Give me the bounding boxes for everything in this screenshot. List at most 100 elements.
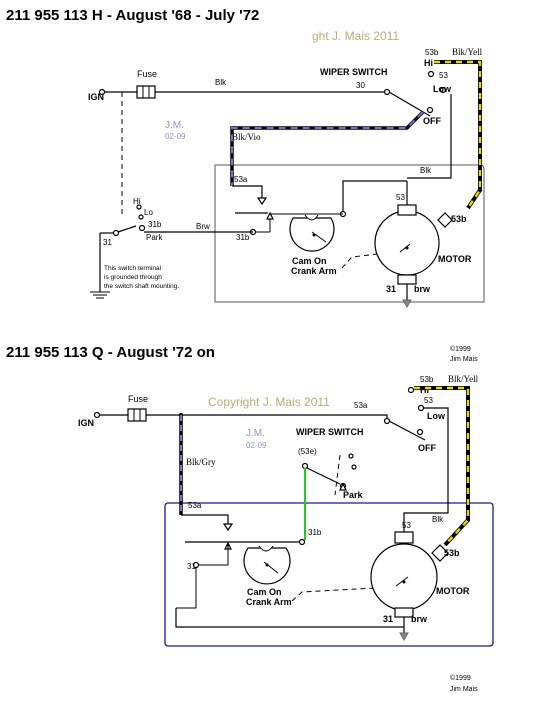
note-line-3: the switch shaft mounting. [104,283,179,290]
terminal-53a-switch [383,417,391,425]
note-line-1: This switch terminal [104,265,162,272]
t53-motor-label: 53 [402,521,411,530]
diagram-2-copyright: Copyright J. Mais 2011 [208,395,330,409]
ign-label: IGN [78,418,94,428]
wire-blk-vio [231,111,424,186]
low-label: Low [433,84,452,94]
terminal-53a-contact [222,523,234,532]
cam-label: Cam On [292,256,327,266]
terminal-53a-contact [256,197,268,206]
cam-icon [289,217,335,252]
diagram-1-copyright: ght J. Mais 2011 [312,29,399,43]
diagram-1-title: 211 955 113 H - August '68 - July '72 [6,7,259,24]
motor-icon [370,543,438,611]
t53a-2-label: 53a [188,501,202,510]
wire-blk-low [403,407,449,532]
park-switch-lever [117,225,137,233]
fuse-label: Fuse [137,69,157,79]
ground-arrow [402,299,412,309]
t31b-label: 31b [236,233,250,242]
hi-small-label: Hi [133,197,141,206]
ign-terminal [98,88,106,96]
cam-crank-linkage [291,586,395,602]
park-label: Park [146,233,163,242]
crank-label: Crank Arm [246,597,292,607]
blk-yell-label: Blk/Yell [448,374,479,384]
wire-31-ground [175,608,404,628]
terminal-hi [427,70,435,78]
motor-terminal-31 [397,274,417,285]
terminal-low [417,404,425,412]
t53a-label: 53a [234,175,248,184]
terminal-low [439,86,447,94]
park-label: Park [343,490,364,500]
low-label: Low [427,411,446,421]
blk-label: Blk [215,78,227,87]
wiper-switch-label: WIPER SWITCH [320,67,388,77]
wiper-switch-lever [388,420,426,441]
t31b-label: 31b [308,528,322,537]
t31-label: 31 [103,238,112,247]
t53-label: 53 [396,193,405,202]
crank-label: Crank Arm [291,266,337,276]
cam-label: Cam On [247,587,282,597]
park-switch-lever [306,467,341,485]
wire-blk-low [407,94,452,179]
diagram-1: 211 955 113 H - August '68 - July '72 gh… [6,7,485,309]
blk2-label: Blk [420,166,432,175]
ground-arrow [399,632,409,642]
diagram-1-initials: J.M. [165,120,184,131]
brw-motor-label: brw [411,614,428,624]
t53-label: 53 [424,396,433,405]
blk-gry-label: Blk/Gry [186,457,216,467]
ground-symbol [90,291,110,299]
note-line-2: is grounded through [104,274,162,281]
wire-blk-yell [434,60,482,209]
diagram-2-credit-year: ©1999 [450,345,471,353]
blk-label: Blk [432,515,444,524]
diagram-2-credit-name: Jim Mais [450,356,478,363]
blk-yell-label: Blk/Yell [452,47,483,57]
cam-crank-linkage [341,251,396,269]
fuse-icon [136,85,156,99]
motor-terminal-53 [394,531,414,544]
motor-label: MOTOR [436,586,470,596]
wire-fuse-53a [146,414,388,419]
motor-terminal-53 [397,204,417,216]
t53b-motor-label: 53b [444,548,460,558]
lo-small-label: Lo [144,208,153,217]
park-switch-pivot [112,229,120,237]
hi-label: Hi [424,58,433,68]
t53a-label: 53a [354,401,368,410]
diagram-2: 211 955 113 Q - August '72 on ©1999 Jim … [6,344,494,647]
t31-motor-label: 31 [386,284,396,294]
motor-terminal-53b [431,544,449,562]
motor-terminal-53b [437,212,453,228]
diagram-1-initials-date: 02-09 [165,132,186,141]
off-label: OFF [418,443,436,453]
motor-label: MOTOR [438,254,472,264]
wiper-switch-lever [388,91,431,117]
ign-terminal [93,411,101,419]
diagram-2-title: 211 955 113 Q - August '72 on [6,344,215,361]
brw-motor-label: brw [414,284,431,294]
low-53-label: 53 [439,71,448,80]
fuse-icon [127,408,147,422]
t53b-label: 53b [420,375,434,384]
terminal-30 [383,88,391,96]
off-label: OFF [423,116,441,126]
terminal-30-label: 30 [356,81,365,90]
fuse-label: Fuse [128,394,148,404]
hi-53b-label: 53b [425,48,439,57]
t31-motor-label: 31 [383,614,393,624]
footer-credit-name: Jim Mais [450,686,478,693]
diagram-2-initials: J.M. [246,428,265,439]
brw-label: Brw [196,222,210,231]
wire-blk-yell [414,386,470,546]
t31b-2-label: 31b [148,220,162,229]
terminal-hi [407,386,415,394]
t53e-label: (53e) [298,447,317,456]
motor-icon [374,210,440,276]
motor-enclosure-box [164,502,494,647]
